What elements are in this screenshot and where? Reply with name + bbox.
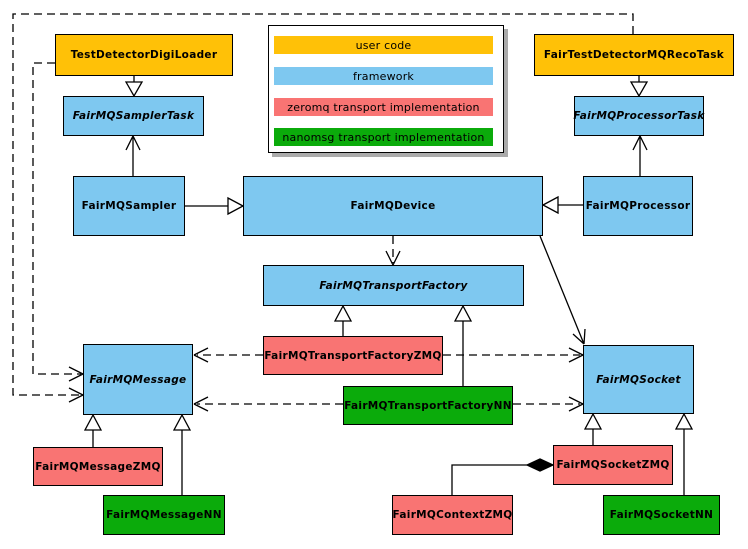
inherit-arrow (541, 195, 559, 215)
node-fairmq-message-zmq: FairMQMessageZMQ (33, 447, 163, 486)
node-fair-test-detector-mq-reco-task: FairTestDetectorMQRecoTask (534, 34, 734, 76)
legend-panel: user code framework zeromq transport imp… (268, 25, 504, 153)
node-test-detector-digi-loader: TestDetectorDigiLoader (55, 34, 233, 76)
node-fairmq-context-zmq: FairMQContextZMQ (392, 495, 513, 535)
legend-item-user-code: user code (274, 36, 493, 54)
open-arrow (68, 387, 84, 403)
node-fairmq-sampler: FairMQSampler (73, 176, 185, 236)
legend-label: framework (352, 69, 415, 83)
open-arrow (568, 396, 584, 412)
inherit-arrow (453, 304, 473, 322)
node-fairmq-device: FairMQDevice (243, 176, 543, 236)
legend-label: nanomsg transport implementation (282, 130, 485, 144)
inherit-arrow (172, 413, 192, 431)
legend-label: user code (355, 38, 412, 52)
node-fairmq-message-nn: FairMQMessageNN (103, 495, 225, 535)
legend-label: zeromq transport implementation (287, 100, 480, 114)
composition-diamond (525, 458, 555, 472)
open-arrow (568, 347, 584, 363)
node-fairmq-message: FairMQMessage (83, 344, 193, 415)
inherit-arrow (124, 81, 144, 98)
legend-item-framework: framework (274, 67, 493, 85)
edge-contextzmq-socketzmq (451, 464, 527, 495)
inherit-arrow (674, 412, 694, 430)
open-arrow (632, 134, 648, 151)
node-fairmq-transport-factory: FairMQTransportFactory (263, 265, 524, 306)
open-arrow (193, 347, 209, 363)
node-fairmq-socket-zmq: FairMQSocketZMQ (553, 445, 673, 485)
node-fairmq-processor-task: FairMQProcessorTask (573, 96, 704, 136)
node-fairmq-transport-factory-zmq: FairMQTransportFactoryZMQ (263, 336, 443, 375)
legend-item-zeromq: zeromq transport implementation (274, 98, 493, 116)
inherit-arrow (227, 196, 245, 216)
node-fairmq-socket-nn: FairMQSocketNN (603, 495, 720, 535)
inherit-arrow (333, 304, 353, 322)
node-fairmq-socket: FairMQSocket (583, 345, 694, 414)
edge-recotask-message (12, 13, 634, 396)
node-fairmq-processor: FairMQProcessor (583, 176, 693, 236)
open-arrow (572, 328, 586, 345)
open-arrow (193, 396, 209, 412)
open-arrow (68, 366, 84, 382)
open-arrow (125, 134, 141, 151)
inherit-arrow (629, 81, 649, 98)
inherit-arrow (83, 413, 103, 431)
edge-digiloader-message (32, 62, 81, 375)
edge-device-socket (539, 235, 585, 345)
node-fairmq-sampler-task: FairMQSamplerTask (63, 96, 204, 136)
node-fairmq-transport-factory-nn: FairMQTransportFactoryNN (343, 386, 513, 425)
legend-item-nanomsg: nanomsg transport implementation (274, 128, 493, 146)
inherit-arrow (583, 412, 603, 430)
